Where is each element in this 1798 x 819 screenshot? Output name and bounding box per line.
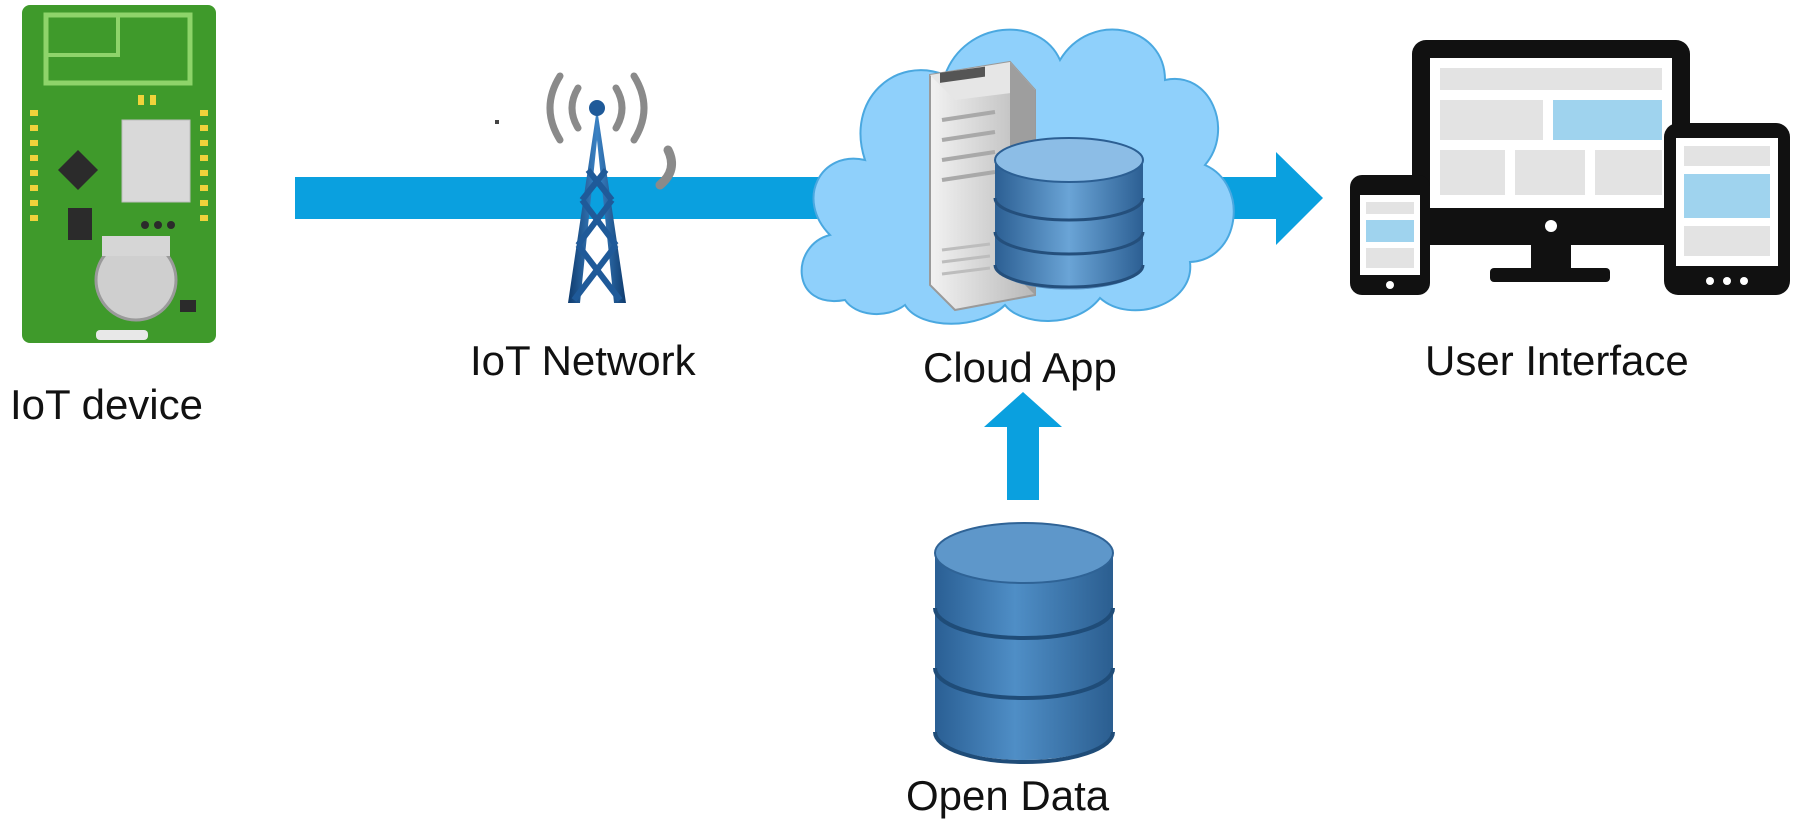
user-interface-label: User Interface xyxy=(1425,337,1689,384)
cloud-app-label: Cloud App xyxy=(923,344,1117,391)
pcb-board-icon xyxy=(22,5,216,343)
iot-network-label: IoT Network xyxy=(470,337,696,384)
iot-device-label: IoT device xyxy=(10,381,203,428)
phone-icon xyxy=(1350,175,1430,295)
database-icon xyxy=(993,137,1145,290)
open-data-database-icon xyxy=(933,522,1115,764)
radio-tower-icon xyxy=(495,72,677,303)
open-data-arrow xyxy=(984,392,1062,500)
monitor-icon xyxy=(1412,40,1690,282)
tablet-icon xyxy=(1664,123,1790,295)
open-data-label: Open Data xyxy=(906,772,1110,819)
